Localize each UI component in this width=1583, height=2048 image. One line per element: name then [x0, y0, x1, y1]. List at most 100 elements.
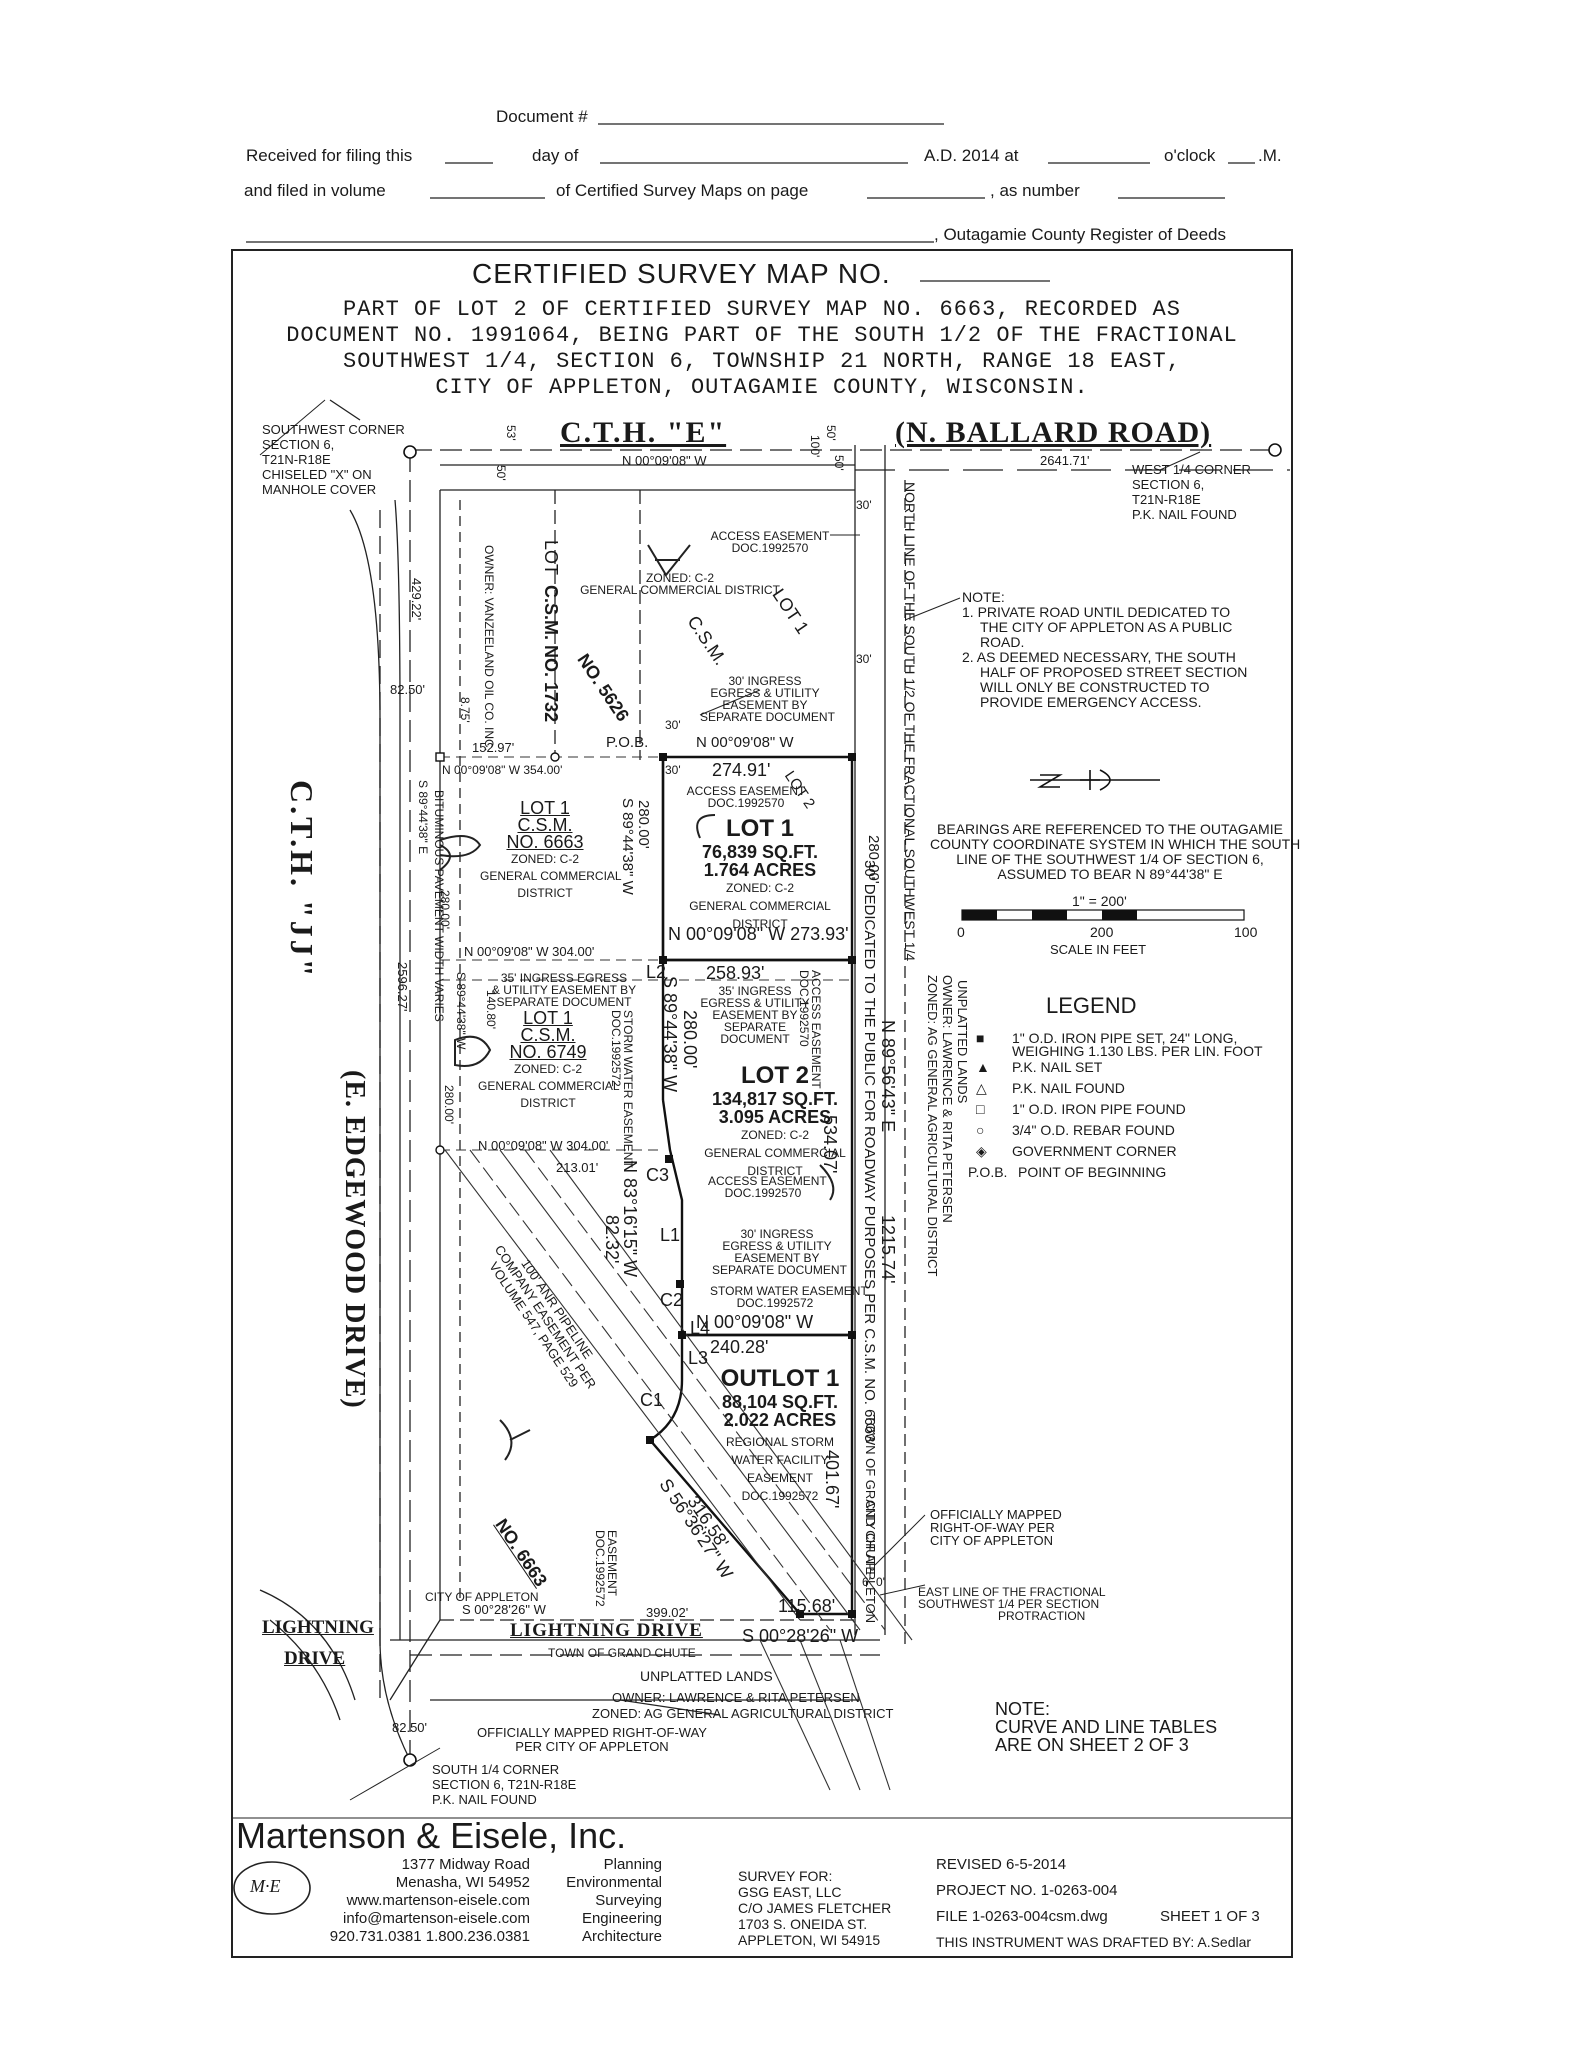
dim-399: 399.02': [646, 1605, 689, 1620]
legend-item: □1" O.D. IRON PIPE FOUND: [976, 1099, 1263, 1120]
curve-label-c2: C2: [660, 1290, 684, 1310]
curve-label-l2: L2: [646, 962, 667, 982]
corner-markers: [403, 443, 1282, 1767]
curve-label-l4: L4: [690, 1318, 711, 1338]
dim-304b: N 00°09'08" W 304.00': [478, 1138, 609, 1153]
dim-30b: 30': [856, 652, 872, 666]
document-number-label: Document #: [496, 107, 588, 126]
note-block: NOTE: 1. PRIVATE ROAD UNTIL DEDICATED TO…: [962, 589, 1248, 710]
road-left-name: C.T.H. "JJ": [284, 780, 320, 980]
legend-item: P.O.B.POINT OF BEGINNING: [968, 1164, 1167, 1180]
curve-label-l1: L1: [660, 1225, 681, 1245]
lot1-top-dim: 274.91': [712, 760, 771, 780]
csm-page-text: of Certified Survey Maps on page: [556, 181, 809, 200]
city-appleton-vertical: CITY OF APPLETON: [863, 1500, 878, 1624]
road-left-alt: (E. EDGEWOOD DRIVE): [339, 1070, 370, 1409]
dim-280b: 280.00': [442, 1085, 456, 1124]
lot2-west-bearing: S 89°44'38" W: [660, 976, 680, 1093]
zoned-ag-vertical: ZONED: AG GENERAL AGRICULTURAL DISTRICT: [925, 975, 940, 1277]
curve-label-c3: C3: [646, 1165, 670, 1185]
pk-nail-set-icon: ▲: [976, 1059, 990, 1075]
lot1-west-dim: 280.00': [635, 800, 652, 849]
ad-year-text: A.D. 2014 at: [924, 146, 1019, 165]
dim-82-50a: 82.50': [390, 682, 426, 697]
south-bearing-2: S 00°28'26" W: [462, 1602, 546, 1617]
company-name: Martenson & Eisele, Inc.: [236, 1815, 627, 1856]
sheet-number: SHEET 1 OF 3: [1160, 1908, 1260, 1925]
csm-title: CERTIFIED SURVEY MAP NO.: [472, 258, 891, 289]
east-bearing: N 89°56'43" E: [878, 1020, 898, 1133]
description-line-1: PART OF LOT 2 OF CERTIFIED SURVEY MAP NO…: [343, 297, 1181, 322]
m-suffix-text: .M.: [1258, 146, 1282, 165]
leader-lines: [259, 399, 1201, 1801]
csm-1732-owner: OWNER: VANZEELAND OIL CO. INC.: [482, 545, 496, 752]
dim-8-75: 8.75': [458, 697, 472, 723]
oclock-text: o'clock: [1164, 146, 1216, 165]
description-line-2: DOCUMENT NO. 1991064, BEING PART OF THE …: [286, 323, 1238, 348]
dedicated-label: 30' DEDICATED TO THE PUBLIC FOR ROADWAY …: [861, 860, 878, 1443]
dim-2596: 2596.27': [395, 962, 410, 1012]
dim-30a: 30': [856, 498, 872, 512]
dim-50c: 50': [824, 425, 838, 441]
scale-caption: SCALE IN FEET: [1050, 942, 1147, 957]
road-top-name: C.T.H. "E": [560, 416, 727, 449]
iron-pipe-found-icon: □: [976, 1101, 985, 1117]
outlot1-name: OUTLOT 1: [720, 1365, 840, 1392]
pk-nail-found-icon: △: [976, 1080, 987, 1096]
scale-tick-200: 200: [1090, 924, 1114, 940]
iron-pipe-set-icon: ■: [976, 1030, 985, 1046]
csm-6663-parcel: LOT 1 C.S.M. NO. 6663 ZONED: C-2 GENERAL…: [480, 798, 622, 900]
csm-1732-label: LOT C.S.M. NO. 1732: [541, 540, 561, 723]
scale-ratio: 1" = 200': [1072, 893, 1127, 909]
dim-50b: 50': [832, 455, 846, 471]
left-road-curve: [259, 399, 411, 1761]
owner-petersen-vertical: OWNER: LAWRENCE & RITA PETERSEN: [940, 975, 955, 1223]
dim-82-32: 82.32': [602, 1215, 622, 1264]
unplatted-south: UNPLATTED LANDS: [640, 1668, 773, 1684]
as-number-text: , as number: [990, 181, 1080, 200]
revised-date: REVISED 6-5-2014: [936, 1856, 1067, 1873]
description-line-4: CITY OF APPLETON, OUTAGAMIE COUNTY, WISC…: [435, 375, 1089, 400]
bearings-note: BEARINGS ARE REFERENCED TO THE OUTAGAMIE…: [930, 821, 1301, 882]
lot1-bottom-dim: N 00°09'08" W 273.93': [668, 924, 849, 944]
lot2-west-dim: 280.00': [680, 1010, 700, 1069]
scale-bar-graphic: [961, 909, 1245, 921]
filed-volume-text: and filed in volume: [244, 181, 386, 200]
lightning-left-label: LIGHTNING: [262, 1617, 374, 1638]
road-top-alt: (N. BALLARD ROAD): [895, 416, 1212, 449]
lot2-name: LOT 2: [740, 1062, 809, 1089]
legend-item: ▲P.K. NAIL SET: [976, 1057, 1263, 1078]
curve-label-l3: L3: [688, 1348, 709, 1368]
rebar-found-icon: ○: [976, 1122, 985, 1138]
dim-240: 240.28': [710, 1337, 769, 1357]
north-arrow: [1030, 769, 1160, 791]
dim-82-50b: 82.50': [392, 1720, 428, 1735]
outlot1-block: OUTLOT 1 88,104 SQ.FT. 2.022 ACRES REGIO…: [700, 1365, 860, 1505]
legend-list: ■1" O.D. IRON PIPE SET, 24" LONG, WEIGHI…: [968, 1028, 1263, 1183]
project-number: PROJECT NO. 1-0263-004: [936, 1882, 1118, 1899]
received-text: Received for filing this: [246, 146, 413, 165]
dim-115: 115.68': [778, 1596, 836, 1616]
town-grand-chute-south: TOWN OF GRAND CHUTE: [548, 1646, 696, 1660]
bearing-left: S 89°44'38" E: [416, 780, 430, 855]
city-appleton-south: CITY OF APPLETON: [425, 1590, 539, 1604]
dim-1215: 1215.74': [878, 1215, 898, 1284]
dim-304a: N 00°09'08" W 304.00': [464, 944, 595, 959]
day-of-text: day of: [532, 146, 579, 165]
zoned-top-label: ZONED: C-2 GENERAL COMMERCIAL DISTRICT: [580, 571, 780, 597]
bituminous-label: BITUMINOUS PAVEMENT WIDTH VARIES: [432, 790, 446, 1022]
